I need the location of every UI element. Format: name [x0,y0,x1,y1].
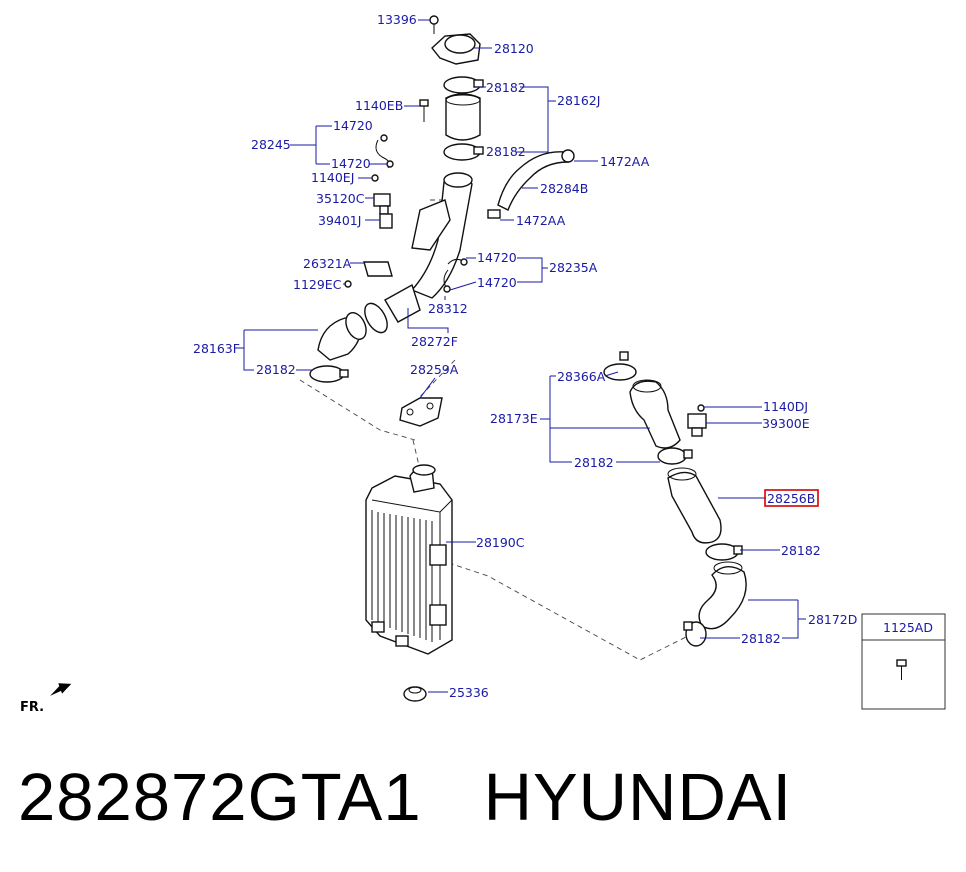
label-1125AD[interactable]: 1125AD [883,620,933,635]
label-13396[interactable]: 13396 [377,12,417,27]
parts-diagram: 13396 28120 28182 28162J 1140EB 14720 28… [20,12,946,715]
label-28182-f[interactable]: 28182 [741,631,781,646]
label-1129EC[interactable]: 1129EC [293,277,342,292]
label-28172D[interactable]: 28172D [808,612,857,627]
fr-label: FR. [20,700,44,715]
label-28163F[interactable]: 28163F [193,341,240,356]
label-28182-e[interactable]: 28182 [781,543,821,558]
label-14720-c[interactable]: 14720 [477,250,517,265]
label-39401J[interactable]: 39401J [318,213,361,228]
part-number: 282872GTA1 [18,760,422,835]
label-28162J[interactable]: 28162J [557,93,600,108]
label-28256B[interactable]: 28256B [767,491,815,506]
bolt-icon [896,659,907,667]
label-1140EB[interactable]: 1140EB [355,98,403,113]
label-35120C[interactable]: 35120C [316,191,365,206]
label-1140DJ[interactable]: 1140DJ [763,399,808,414]
caption: 282872GTA1 HYUNDAI [18,758,958,838]
label-1472AA-b[interactable]: 1472AA [516,213,566,228]
leader-lines [236,19,806,693]
right-hose-assembly [603,351,747,647]
highlight-box [764,489,819,507]
arrow-icon [50,683,72,696]
label-39300E[interactable]: 39300E [762,416,810,431]
label-28366A[interactable]: 28366A [557,369,606,384]
inset-1125AD: 1125AD [861,613,946,710]
label-28182-a[interactable]: 28182 [486,80,526,95]
label-28284B[interactable]: 28284B [540,181,588,196]
label-28235A[interactable]: 28235A [549,260,598,275]
intercooler [365,464,453,702]
label-14720-a[interactable]: 14720 [333,118,373,133]
label-28182-d[interactable]: 28182 [574,455,614,470]
label-14720-d[interactable]: 14720 [477,275,517,290]
label-25336[interactable]: 25336 [449,685,489,700]
label-28190C[interactable]: 28190C [476,535,525,550]
label-28120[interactable]: 28120 [494,41,534,56]
label-28272F[interactable]: 28272F [411,334,458,349]
label-28259A[interactable]: 28259A [410,362,459,377]
upper-pipe-assembly [309,15,575,427]
label-28245[interactable]: 28245 [251,137,291,152]
part-labels: 13396 28120 28182 28162J 1140EB 14720 28… [193,12,857,700]
front-direction-indicator: FR. [20,683,72,715]
label-28173E[interactable]: 28173E [490,411,538,426]
label-26321A[interactable]: 26321A [303,256,352,271]
label-28182-b[interactable]: 28182 [486,144,526,159]
brand-name: HYUNDAI [483,760,793,835]
assembly-dash-lines [299,199,701,661]
label-1472AA-a[interactable]: 1472AA [600,154,650,169]
label-1140EJ[interactable]: 1140EJ [311,170,354,185]
label-14720-b[interactable]: 14720 [331,156,371,171]
label-28182-c[interactable]: 28182 [256,362,296,377]
label-28312[interactable]: 28312 [428,301,468,316]
